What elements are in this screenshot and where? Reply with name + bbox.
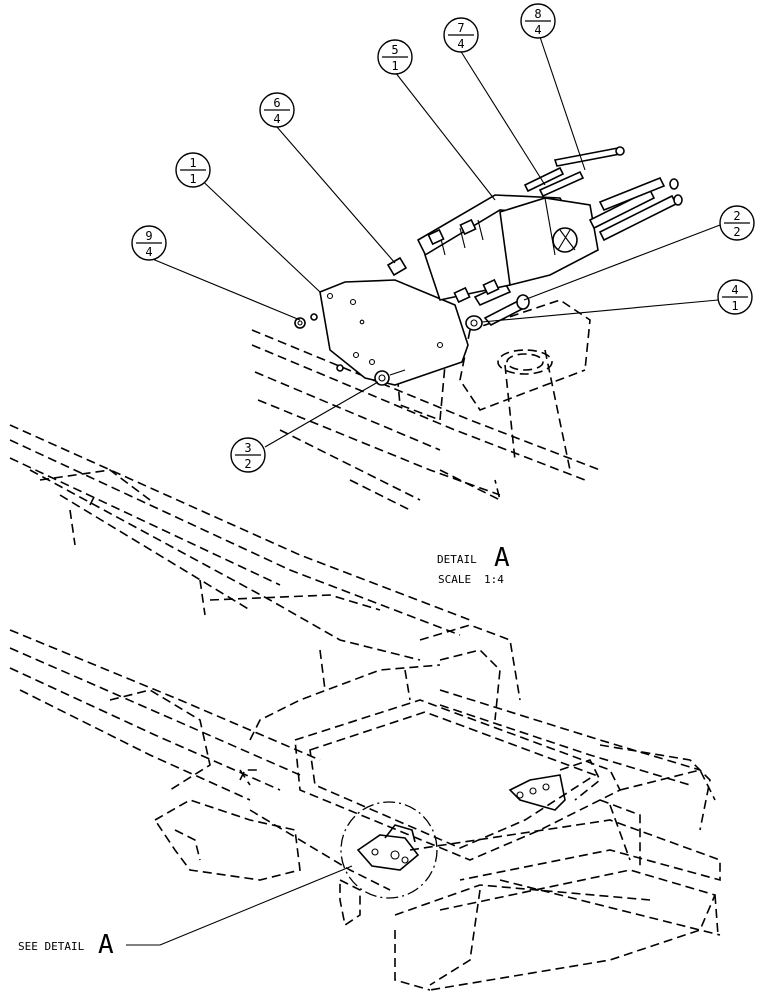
callout-9: 9 4 bbox=[131, 225, 167, 261]
valve-assembly-item-5 bbox=[416, 194, 599, 304]
callout-4: 4 1 bbox=[717, 279, 753, 315]
nut-item-9 bbox=[294, 313, 318, 329]
callout-8-qty: 4 bbox=[534, 23, 541, 37]
detail-a-location-circle bbox=[340, 801, 438, 899]
spacer-item-6 bbox=[386, 256, 408, 277]
callout-4-item: 4 bbox=[731, 283, 738, 297]
callout-2-qty: 2 bbox=[733, 225, 740, 239]
frame-assembly-view bbox=[9, 424, 721, 991]
callout-5-item: 5 bbox=[391, 43, 398, 57]
callout-5: 5 1 bbox=[377, 39, 413, 75]
see-detail-label: SEE DETAIL A bbox=[18, 865, 353, 960]
leader-lines bbox=[149, 36, 721, 448]
callout-9-qty: 4 bbox=[145, 245, 152, 259]
detail-a-view bbox=[149, 36, 721, 511]
callout-2-item: 2 bbox=[733, 209, 740, 223]
mounting-plate bbox=[319, 279, 469, 386]
callout-7-qty: 4 bbox=[457, 37, 464, 51]
callout-6: 6 4 bbox=[259, 92, 295, 128]
callout-1-qty: 1 bbox=[189, 172, 196, 186]
callout-7-item: 7 bbox=[457, 21, 464, 35]
detail-a-label: DETAIL A SCALE 1:4 bbox=[437, 543, 510, 586]
see-detail-letter: A bbox=[98, 930, 114, 960]
detail-frame-dashed bbox=[251, 299, 601, 511]
callout-1-item: 1 bbox=[189, 156, 196, 170]
callout-7: 7 4 bbox=[443, 17, 479, 53]
callout-3: 3 2 bbox=[230, 437, 266, 473]
detail-letter: A bbox=[494, 543, 510, 573]
bolts-items-7-8 bbox=[523, 146, 683, 242]
callout-4-qty: 1 bbox=[731, 299, 738, 313]
callout-6-qty: 4 bbox=[273, 112, 280, 126]
detail-scale-label: SCALE bbox=[438, 573, 471, 586]
callout-8-item: 8 bbox=[534, 7, 541, 21]
washer-item-4 bbox=[465, 315, 483, 331]
spacer-item-3 bbox=[336, 364, 406, 386]
callout-3-qty: 2 bbox=[244, 457, 251, 471]
callout-5-qty: 1 bbox=[391, 59, 398, 73]
callout-8: 8 4 bbox=[520, 3, 556, 39]
callout-3-item: 3 bbox=[244, 441, 251, 455]
see-detail-text: SEE DETAIL bbox=[18, 940, 85, 953]
detail-scale-value: 1:4 bbox=[484, 573, 504, 586]
callout-1: 1 1 bbox=[175, 152, 211, 188]
callout-2: 2 2 bbox=[719, 205, 755, 241]
callout-6-item: 6 bbox=[273, 96, 280, 110]
detail-label: DETAIL bbox=[437, 553, 477, 566]
callout-9-item: 9 bbox=[145, 229, 152, 243]
